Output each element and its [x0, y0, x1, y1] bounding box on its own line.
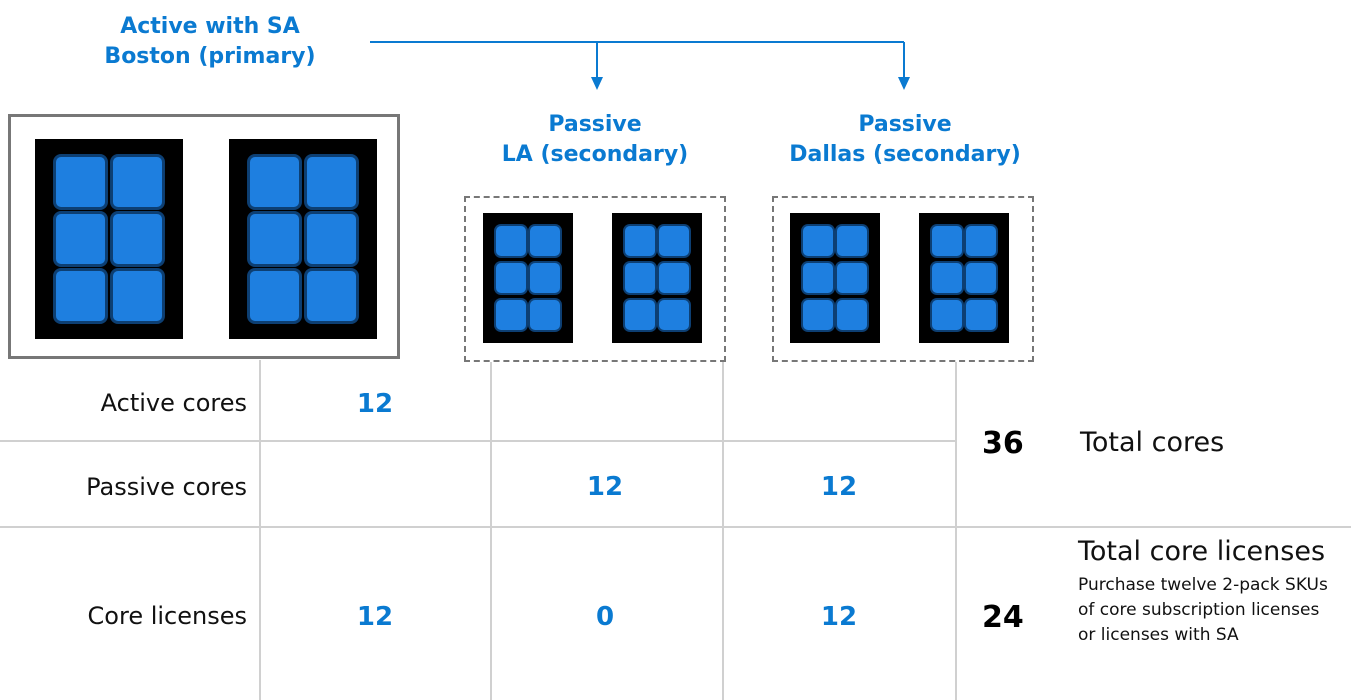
cpu-chip-icon: [249, 271, 300, 321]
cpu-chip-icon: [530, 262, 561, 294]
cpu-chip-icon: [530, 299, 561, 331]
cpu-chip-icon: [306, 157, 357, 207]
grid-divider: [490, 362, 492, 700]
secondary-site-box-dallas: [772, 196, 1034, 362]
cpu-chip-icon: [931, 262, 962, 294]
cpu-chip-icon: [931, 225, 962, 257]
site-label-boston: Active with SA Boston (primary): [95, 12, 325, 72]
row-label-core-licenses: Core licenses: [87, 602, 247, 630]
cpu-chip-icon: [112, 214, 163, 264]
cpu-chip-icon: [802, 262, 833, 294]
passive-cores-la: 12: [586, 472, 624, 502]
cpu-chip-icon: [306, 271, 357, 321]
cpu-chip-icon: [659, 225, 690, 257]
total-cores-label: Total cores: [1080, 427, 1225, 458]
grid-divider: [955, 362, 957, 700]
cpu-chip-icon: [624, 299, 655, 331]
site-label-la: Passive LA (secondary): [475, 110, 715, 170]
cpu-chip-icon: [495, 225, 526, 257]
cpu-chip-icon: [112, 157, 163, 207]
cpu-chip-icon: [837, 299, 868, 331]
cpu-chip-icon: [495, 299, 526, 331]
cpu-chip-icon: [306, 214, 357, 264]
grid-divider: [0, 526, 1351, 528]
cpu-chip-icon: [112, 271, 163, 321]
site-status-boston: Active with SA: [120, 14, 300, 39]
grid-divider: [0, 440, 955, 442]
active-cores-boston: 12: [356, 389, 394, 419]
row-label-passive-cores: Passive cores: [86, 473, 247, 501]
cpu-chip-icon: [624, 262, 655, 294]
total-licenses-value: 24: [982, 600, 1024, 635]
site-status-dallas: Passive: [858, 112, 952, 137]
cpu-chip-icon: [249, 157, 300, 207]
cpu-chip-icon: [837, 225, 868, 257]
cpu-chip-icon: [530, 225, 561, 257]
cpu-chip-icon: [55, 271, 106, 321]
arrow-down-icon: [591, 77, 603, 90]
site-label-dallas: Passive Dallas (secondary): [780, 110, 1030, 170]
cpu-chip-icon: [966, 262, 997, 294]
cpu-chip-icon: [966, 299, 997, 331]
passive-cores-dallas: 12: [820, 472, 858, 502]
site-name-boston: Boston (primary): [104, 44, 316, 69]
cpu-chip-icon: [495, 262, 526, 294]
total-licenses-note: Purchase twelve 2-pack SKUs of core subs…: [1078, 575, 1328, 645]
cpu-chip-icon: [837, 262, 868, 294]
total-licenses-label: Total core licenses: [1078, 536, 1326, 567]
server-icon: [35, 139, 183, 339]
server-icon: [483, 213, 573, 343]
primary-site-box: [8, 114, 400, 359]
server-icon: [612, 213, 702, 343]
total-cores-value: 36: [982, 426, 1024, 461]
cpu-chip-icon: [802, 225, 833, 257]
cpu-chip-icon: [966, 225, 997, 257]
cpu-chip-icon: [659, 299, 690, 331]
server-icon: [919, 213, 1009, 343]
core-licenses-boston: 12: [356, 602, 394, 632]
cpu-chip-icon: [802, 299, 833, 331]
site-status-la: Passive: [548, 112, 642, 137]
core-licenses-la: 0: [595, 602, 615, 632]
grid-divider: [259, 360, 261, 700]
server-icon: [790, 213, 880, 343]
core-licenses-dallas: 12: [820, 602, 858, 632]
arrow-down-icon: [898, 77, 910, 90]
cpu-chip-icon: [249, 214, 300, 264]
cpu-chip-icon: [55, 214, 106, 264]
cpu-chip-icon: [55, 157, 106, 207]
grid-divider: [722, 362, 724, 700]
site-name-la: LA (secondary): [501, 142, 689, 167]
secondary-site-box-la: [464, 196, 726, 362]
cpu-chip-icon: [931, 299, 962, 331]
row-label-active-cores: Active cores: [100, 389, 247, 417]
server-icon: [229, 139, 377, 339]
cpu-chip-icon: [624, 225, 655, 257]
cpu-chip-icon: [659, 262, 690, 294]
site-name-dallas: Dallas (secondary): [789, 142, 1021, 167]
